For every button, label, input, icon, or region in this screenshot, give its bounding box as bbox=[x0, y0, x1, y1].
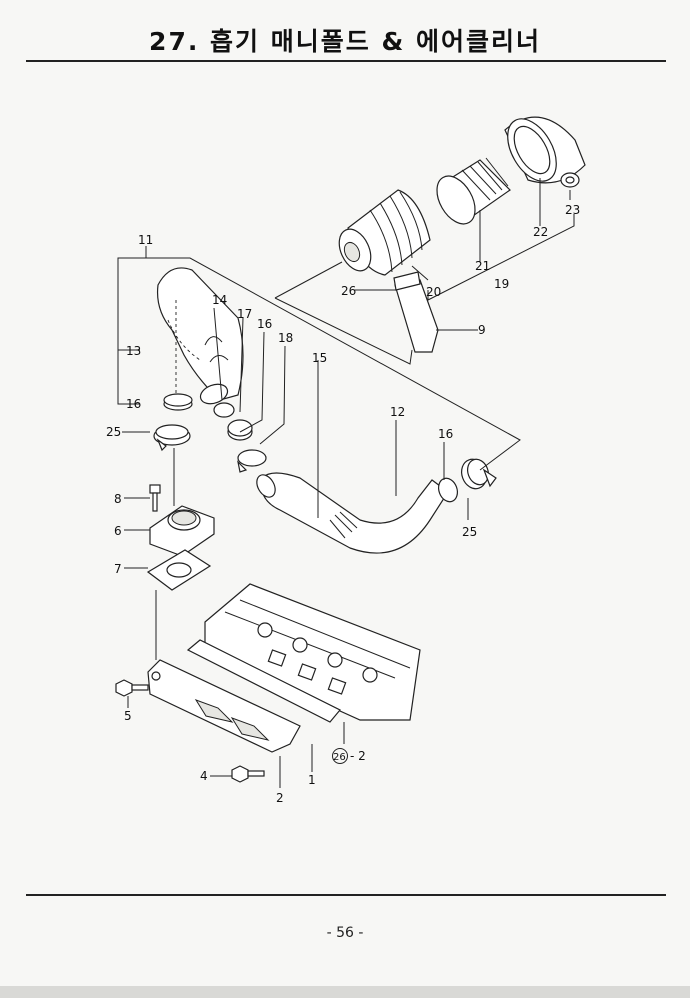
air-cleaner-cap bbox=[504, 116, 586, 184]
cylinder-head bbox=[204, 583, 421, 721]
air-cleaner-clip bbox=[560, 172, 580, 188]
label-13: 13 bbox=[126, 344, 141, 358]
label-2: 2 bbox=[276, 791, 284, 805]
label-19: 19 bbox=[494, 277, 509, 291]
label-4: 4 bbox=[200, 769, 208, 783]
label-26-suffix: - 2 bbox=[350, 749, 366, 763]
footer-rule bbox=[26, 894, 666, 896]
label-14: 14 bbox=[212, 293, 227, 307]
label-17: 17 bbox=[237, 307, 252, 321]
intake-flange-6 bbox=[149, 505, 215, 557]
label-25-right: 25 bbox=[462, 525, 477, 539]
air-cleaner-element bbox=[436, 157, 511, 225]
page-number: - 56 - bbox=[326, 925, 364, 941]
label-7: 7 bbox=[114, 562, 122, 576]
part-labels: 11 13 16 25 14 17 16 18 15 12 16 25 8 6 … bbox=[106, 203, 580, 805]
label-15: 15 bbox=[312, 351, 327, 365]
dust-valve bbox=[393, 271, 439, 353]
label-16-mid: 16 bbox=[257, 317, 272, 331]
label-20: 20 bbox=[426, 285, 441, 299]
label-6: 6 bbox=[114, 524, 122, 538]
intake-hose-15 bbox=[256, 472, 449, 554]
air-inlet-duct bbox=[156, 267, 244, 405]
label-22: 22 bbox=[533, 225, 548, 239]
label-18: 18 bbox=[278, 331, 293, 345]
label-25-left: 25 bbox=[106, 425, 121, 439]
hose-band-13 bbox=[163, 393, 193, 411]
hose-clamp-16-mid bbox=[227, 419, 253, 441]
bolt-4 bbox=[231, 765, 265, 783]
label-26-circled: 26 bbox=[333, 752, 346, 763]
bolt-5 bbox=[115, 679, 149, 697]
label-9: 9 bbox=[478, 323, 486, 337]
label-11: 11 bbox=[138, 233, 153, 247]
label-12: 12 bbox=[390, 405, 405, 419]
bolt-8 bbox=[149, 484, 161, 512]
label-21: 21 bbox=[475, 259, 490, 273]
gasket-7 bbox=[146, 549, 212, 591]
leader-lines bbox=[117, 178, 575, 788]
scan-edge bbox=[0, 986, 690, 998]
title-rule bbox=[26, 60, 666, 62]
label-5: 5 bbox=[124, 709, 132, 723]
hose-clamp-25-right bbox=[461, 458, 497, 490]
label-16-left: 16 bbox=[126, 397, 141, 411]
label-23: 23 bbox=[565, 203, 580, 217]
label-26: 26 bbox=[341, 284, 356, 298]
label-8: 8 bbox=[114, 492, 122, 506]
hose-clamp-17 bbox=[213, 402, 235, 418]
page-title: 27. 흡기 매니폴드 & 에어클리너 bbox=[149, 27, 541, 56]
label-16-right: 16 bbox=[438, 427, 453, 441]
air-cleaner-body bbox=[338, 189, 431, 276]
intake-manifold-1 bbox=[147, 659, 301, 753]
manifold-gasket bbox=[186, 639, 341, 723]
circled-26-marker bbox=[332, 748, 348, 764]
hose-clamp-18 bbox=[237, 449, 267, 473]
label-1: 1 bbox=[308, 773, 316, 787]
hose-clamp-25-left bbox=[153, 424, 191, 452]
